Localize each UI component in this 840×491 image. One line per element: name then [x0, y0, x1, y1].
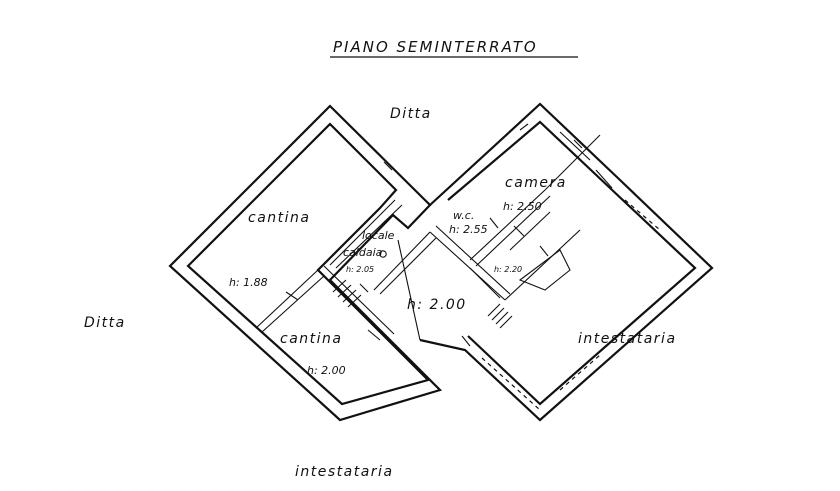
corridor-height: h: 2.00 — [407, 297, 467, 313]
intestataria-right-label: intestataria — [578, 331, 677, 347]
door-marks — [285, 139, 583, 347]
stairs-right — [487, 303, 513, 329]
locale-caldaia-height: h: 2.05 — [346, 265, 374, 274]
boiler-icon — [379, 250, 387, 258]
locale-caldaia-name-2: caldaia — [343, 246, 383, 259]
right-wing-details — [481, 123, 661, 411]
camera-name: camera — [505, 175, 567, 191]
camera-height: h: 2.50 — [503, 200, 542, 213]
wc-height: h: 2.55 — [449, 223, 488, 236]
cantina-small-name: cantina — [280, 331, 342, 347]
ditta-left-label: Ditta — [84, 315, 126, 331]
cantina-small-height: h: 2.00 — [307, 364, 346, 377]
left-wing-walls — [168, 104, 443, 422]
cantina-big-height: h: 1.88 — [229, 276, 268, 289]
plan-title: PIANO SEMINTERRATO — [333, 38, 538, 56]
right-wing-walls — [419, 102, 714, 422]
cantina-big-name: cantina — [248, 210, 310, 226]
wc-name: w.c. — [453, 209, 474, 222]
intestataria-bottom-label: intestataria — [295, 464, 394, 480]
stairs-left — [332, 279, 362, 308]
locale-caldaia-name-1: locale — [362, 229, 395, 242]
interior-walls — [255, 134, 601, 341]
ripostiglio-height: h: 2.20 — [494, 265, 522, 274]
ditta-top-label: Ditta — [390, 106, 432, 122]
